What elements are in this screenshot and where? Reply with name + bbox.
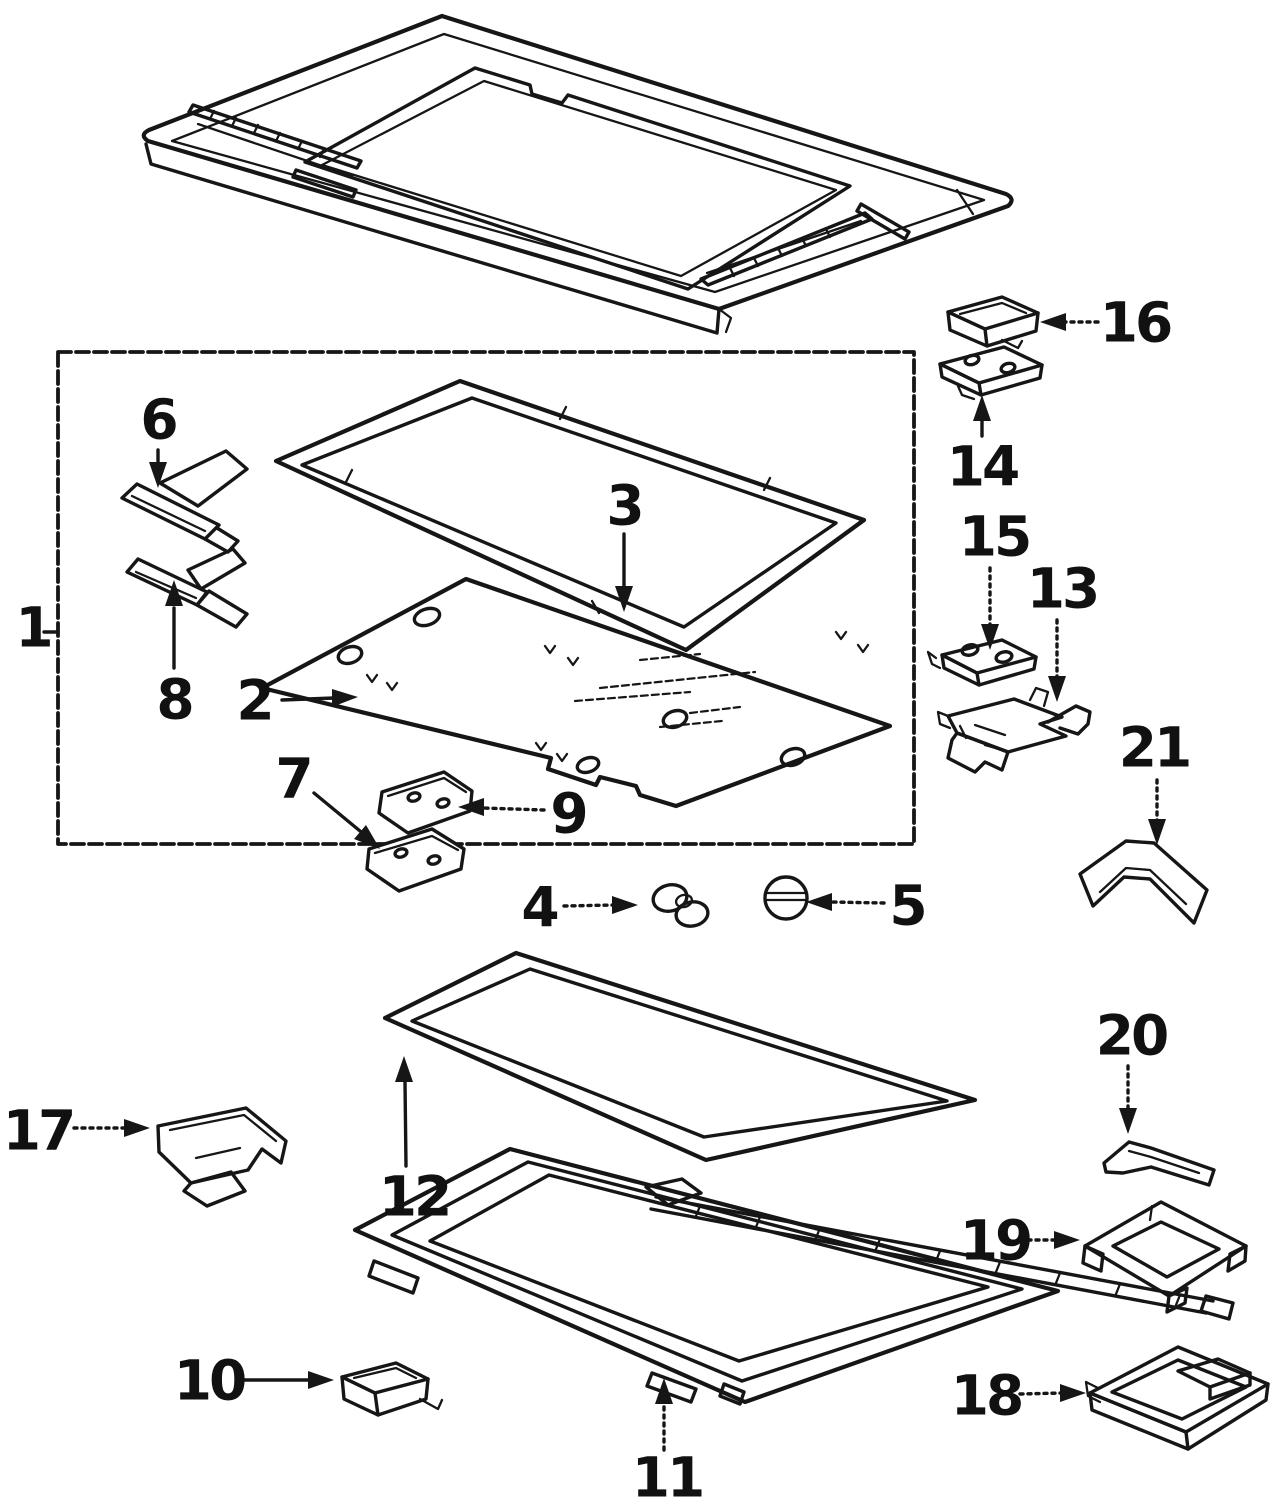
callout-label-15: 15	[958, 504, 1033, 569]
sunroof-opening-outline	[303, 66, 852, 291]
callout-label-21: 21	[1118, 715, 1193, 780]
roof-panel-drawing	[141, 13, 1014, 335]
callout-label-5: 5	[889, 873, 927, 938]
callout-label-13: 13	[1026, 556, 1101, 621]
assembly-boundary-box	[42, 350, 916, 846]
plate-14-drawing	[938, 345, 1044, 401]
bracket-21-drawing	[1078, 839, 1209, 925]
roof-outline	[141, 13, 1014, 312]
sunshade-panel-drawing	[259, 576, 893, 809]
frame-seal-ring-drawing	[382, 950, 978, 1163]
tray-18-drawing	[1084, 1345, 1270, 1451]
glass-seal-ring-drawing	[273, 378, 867, 653]
stopper-10-drawing	[340, 1361, 444, 1417]
rear-bracket-drawing	[125, 547, 249, 629]
roof-slot-upper-left	[187, 103, 363, 170]
roof-thickness-edge	[144, 142, 721, 335]
callout-label-11: 11	[631, 1445, 706, 1506]
sunroof-housing-frame-drawing	[352, 1146, 1235, 1406]
deflector-17-drawing	[156, 1106, 288, 1208]
callout-label-1: 1	[15, 595, 53, 660]
callout-label-16: 16	[1099, 290, 1174, 355]
callout-label-17: 17	[2, 1098, 77, 1163]
clip-16-drawing	[946, 295, 1040, 350]
callout-label-4: 4	[521, 875, 559, 940]
callout-label-2: 2	[236, 668, 274, 733]
callout-label-20: 20	[1095, 1003, 1170, 1068]
latch-13-drawing	[936, 686, 1092, 774]
callout-label-12: 12	[378, 1164, 453, 1229]
callout-label-6: 6	[140, 387, 178, 452]
callout-label-10: 10	[173, 1348, 248, 1413]
callout-arrows	[72, 313, 1166, 1452]
roof-corner-tab	[717, 307, 733, 334]
bracket-19-drawing	[1081, 1200, 1248, 1314]
roof-slot-right	[855, 202, 911, 241]
plate-15-drawing	[926, 638, 1038, 687]
callout-label-18: 18	[950, 1363, 1025, 1428]
front-bracket-drawing	[120, 449, 249, 554]
lever-20-drawing	[1102, 1140, 1216, 1187]
callout-label-9: 9	[550, 781, 588, 846]
callout-label-3: 3	[606, 473, 644, 538]
callout-label-14: 14	[946, 434, 1021, 499]
callout-label-8: 8	[156, 667, 194, 732]
screw-drawing	[763, 875, 809, 921]
retainer-plate-lower-drawing	[365, 827, 466, 893]
roof-inner-surface-line	[170, 32, 986, 294]
grommet-drawing	[651, 883, 710, 928]
callout-label-7: 7	[275, 746, 313, 811]
roof-slot-lower-right	[699, 211, 874, 287]
roof-slot-upper-left-short	[291, 168, 358, 199]
callout-label-19: 19	[959, 1208, 1034, 1273]
sunroof-opening-inner-line	[320, 79, 838, 278]
retainer-plate-upper-drawing	[377, 770, 474, 835]
